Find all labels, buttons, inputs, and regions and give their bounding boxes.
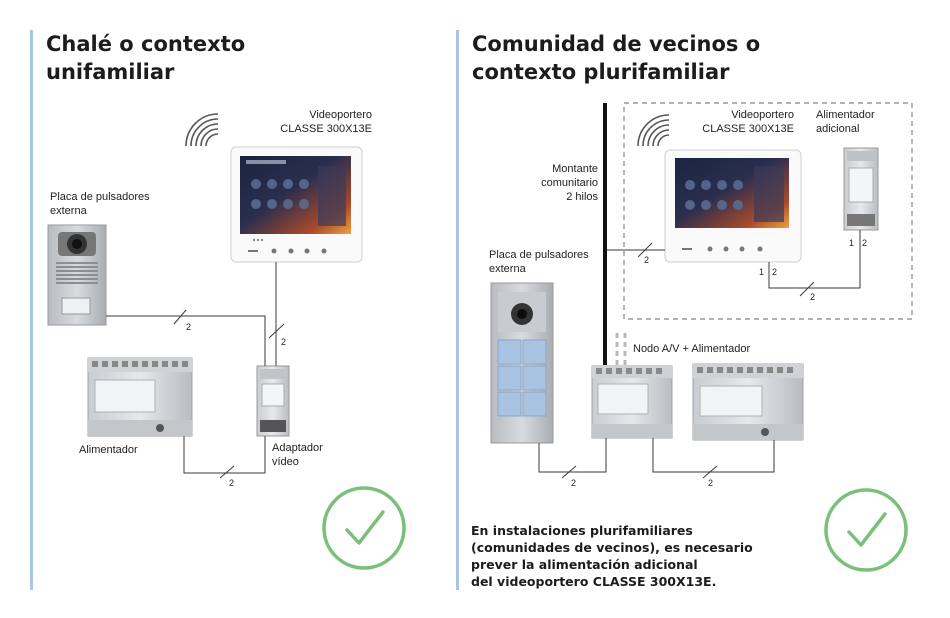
videoportero-label: Videoportero CLASSE 300X13E xyxy=(692,108,794,136)
placa-label-line2: externa xyxy=(50,205,87,217)
nodo-device xyxy=(591,365,673,439)
placa-label-line1: Placa de pulsadores xyxy=(50,191,150,203)
videoportero-label-line1: Videoportero xyxy=(731,109,794,121)
montante-label-line3: 2 hilos xyxy=(566,191,598,203)
installation-note-line1: En instalaciones plurifamiliares xyxy=(471,523,693,538)
montante-label-line2: comunitario xyxy=(541,177,598,189)
alimentador-adicional-label: Alimentador adicional xyxy=(816,108,875,136)
adaptador-label-line1: Adaptador xyxy=(272,442,323,454)
videoportero-label-line2: CLASSE 300X13E xyxy=(702,123,794,135)
videoportero-label-line2: CLASSE 300X13E xyxy=(280,123,372,135)
nodo-dashed-connectors xyxy=(615,333,627,365)
left-title-line2: unifamiliar xyxy=(46,60,175,84)
wire-label: 2 xyxy=(281,337,286,347)
wire-label: 2 xyxy=(644,255,649,265)
dashed-box xyxy=(623,102,913,320)
placa-label: Placa de pulsadores externa xyxy=(489,248,589,276)
left-title: Chalé o contexto unifamiliar xyxy=(46,30,245,86)
placa-device xyxy=(47,224,107,326)
placa-label: Placa de pulsadores externa xyxy=(50,190,150,218)
alimentador-device xyxy=(692,363,804,441)
terminal-label: 1 xyxy=(849,238,854,248)
left-title-line1: Chalé o contexto xyxy=(46,32,246,56)
placa-device xyxy=(490,282,554,444)
placa-label-line2: externa xyxy=(489,263,526,275)
alimentador-adicional-device xyxy=(843,147,879,231)
terminal-label: 2 xyxy=(772,267,777,277)
right-wires xyxy=(538,230,861,479)
installation-note-line4: del videoportero CLASSE 300X13E. xyxy=(471,574,717,589)
videoportero-label: Videoportero CLASSE 300X13E xyxy=(262,108,372,136)
wire-label: 2 xyxy=(229,478,234,488)
right-title-line2: contexto plurifamiliar xyxy=(472,60,730,84)
wifi-icon xyxy=(185,113,219,147)
wire-label: 2 xyxy=(708,478,713,488)
alimentador-device xyxy=(87,357,193,437)
alimentador-label: Alimentador xyxy=(79,444,138,456)
alimentador-adicional-label-line2: adicional xyxy=(816,123,860,135)
installation-note: En instalaciones plurifamiliares (comuni… xyxy=(471,522,753,590)
adaptador-label-line2: vídeo xyxy=(272,456,299,468)
montante-label: Montante comunitario 2 hilos xyxy=(520,162,598,204)
videoportero-label-line1: Videoportero xyxy=(309,109,372,121)
terminal-label: 2 xyxy=(862,238,867,248)
right-title: Comunidad de vecinos o contexto plurifam… xyxy=(472,30,760,86)
nodo-label: Nodo A/V + Alimentador xyxy=(633,343,751,355)
check-icon xyxy=(824,488,908,572)
alimentador-adicional-label-line1: Alimentador xyxy=(816,109,875,121)
videoportero-device xyxy=(230,146,363,263)
adaptador-device xyxy=(256,365,290,437)
montante-label-line1: Montante xyxy=(552,163,598,175)
center-divider xyxy=(456,30,459,590)
left-divider xyxy=(30,30,33,590)
wire-label: 2 xyxy=(571,478,576,488)
adaptador-label: Adaptador vídeo xyxy=(272,441,323,469)
montante-line xyxy=(603,103,607,365)
wire-label: 2 xyxy=(810,292,815,302)
installation-note-line3: prever la alimentación adicional xyxy=(471,557,698,572)
wifi-icon xyxy=(637,114,670,147)
terminal-label: 1 xyxy=(759,267,764,277)
placa-label-line1: Placa de pulsadores xyxy=(489,249,589,261)
wire-label: 2 xyxy=(186,322,191,332)
right-title-line1: Comunidad de vecinos o xyxy=(472,32,761,56)
left-wires xyxy=(106,262,285,479)
installation-note-line2: (comunidades de vecinos), es necesario xyxy=(471,540,753,555)
check-icon xyxy=(322,486,406,570)
videoportero-device xyxy=(664,149,802,263)
